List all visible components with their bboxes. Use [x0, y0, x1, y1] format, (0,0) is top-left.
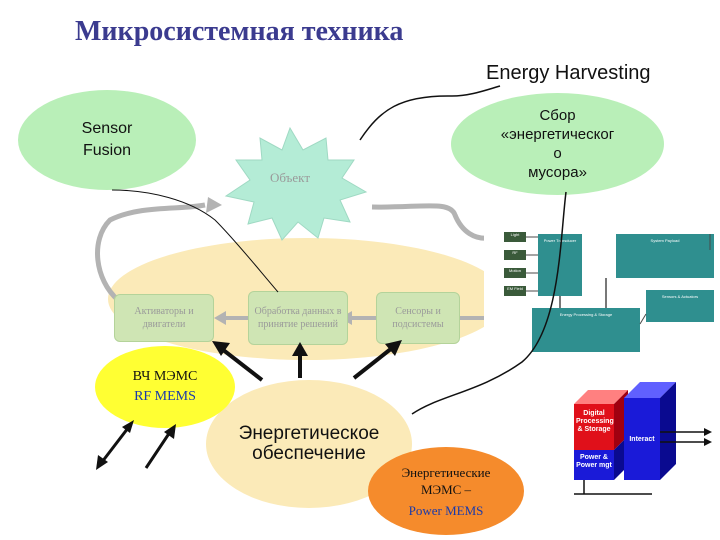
blue-cube-top	[624, 382, 676, 398]
rf-mems-line-1: ВЧ МЭМС	[132, 369, 198, 384]
power-transducer-box: Power Transducer	[538, 234, 582, 296]
power-block	[574, 450, 614, 480]
blue-cube-front	[624, 398, 660, 480]
object-star	[224, 126, 368, 241]
energy-supply-line-1: Энергетическое	[238, 423, 380, 444]
rf-arrow-left	[100, 427, 130, 463]
energy-supply-line-2: обеспечение	[252, 443, 366, 464]
input-light: Light	[504, 232, 526, 242]
input-rf: RF	[504, 250, 526, 260]
chip-digital-label: Digital Processing & Storage	[576, 410, 614, 433]
input-motion: Motion	[504, 268, 526, 278]
sbor-line-3: о	[553, 145, 562, 162]
power-mems-line-3: Power MEMS	[408, 502, 484, 518]
sbor-line-2: «энергетическог	[500, 126, 615, 143]
sbor-line-1: Сбор	[539, 107, 576, 124]
arrow-head	[214, 311, 226, 325]
page-title: Микросистемная техника	[75, 16, 404, 47]
arrow-to-actuators	[220, 347, 264, 382]
node-actuators: Активаторы и двигатели	[114, 294, 214, 342]
object-label: Объект	[270, 170, 310, 185]
rf-mems-line-2: RF MEMS	[134, 389, 196, 404]
energy-processing-box: Energy Processing & Storage	[532, 308, 640, 352]
energy-harvesting-block-diagram: Light RF Motion EM Field Power Transduce…	[484, 224, 720, 354]
node-processing: Обработка данных в принятие решений	[248, 291, 348, 345]
power-mems-ellipse: Энергетические МЭМС – Power MEMS	[368, 447, 524, 535]
right-loop-arrow	[371, 203, 491, 241]
rf-mems-ellipse: ВЧ МЭМС RF MEMS	[95, 346, 235, 428]
sbor-text: Сбор «энергетическог о мусора»	[501, 106, 614, 182]
left-loop-arrowhead	[206, 197, 222, 213]
sensor-fusion-link	[111, 189, 279, 293]
energy-supply-text: Энергетическое обеспечение	[239, 424, 380, 464]
sensor-fusion-label: Sensor Fusion	[81, 120, 133, 159]
harvesting-link-curve	[411, 191, 567, 415]
object-to-harvesting-curve	[359, 85, 501, 141]
red-cube-top	[574, 390, 628, 404]
chip-power-label: Power & Power mgt	[576, 454, 612, 469]
arrow-to-sensors	[352, 346, 394, 380]
red-cube-front	[574, 404, 614, 450]
input-em-field: EM Field	[504, 286, 526, 296]
chip-interact-label: Interact	[629, 436, 655, 443]
sbor-line-4: мусора»	[528, 164, 587, 181]
node-sensors: Сенсоры и подсистемы	[376, 292, 460, 344]
energy-harvesting-ellipse: Сбор «энергетическог о мусора»	[451, 93, 664, 195]
sensors-actuators-box: Sensors & Actuators	[646, 290, 714, 322]
block-diagram-arrows	[526, 234, 711, 325]
left-loop-arrow	[95, 202, 206, 302]
rf-arrow-right	[144, 431, 172, 469]
blue-cube-side	[660, 382, 676, 480]
energy-harvesting-title: Energy Harvesting	[486, 62, 651, 84]
system-payload-box: System Payload	[616, 234, 714, 278]
power-mems-line-2: МЭМС –	[420, 481, 472, 497]
sensor-fusion-ellipse: Sensor Fusion	[18, 90, 196, 190]
power-mems-line-1: Энергетические	[401, 464, 491, 480]
